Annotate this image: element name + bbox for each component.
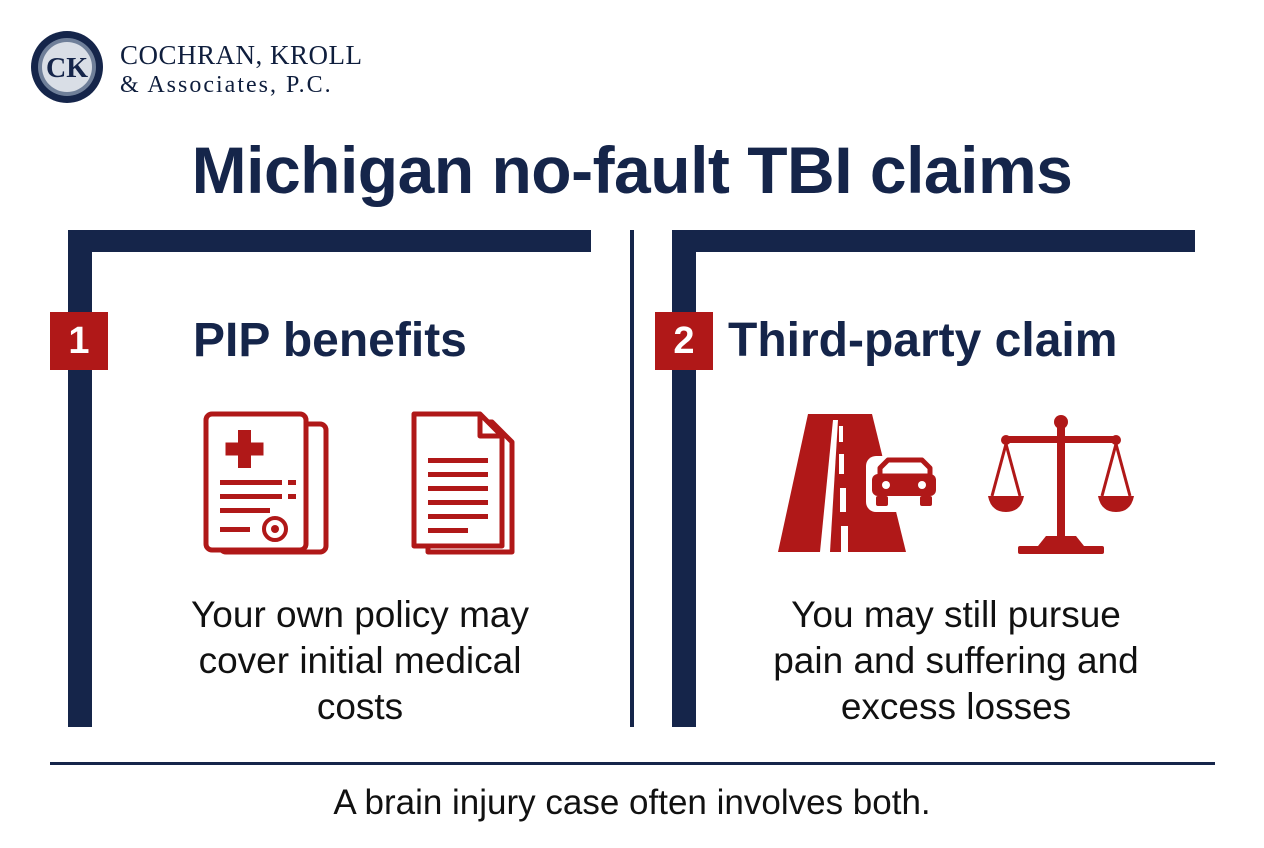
panel-1-description-line: Your own policy may [191,594,529,635]
documents-icon [411,411,515,555]
panel-1-number-badge: 1 [50,312,108,370]
panel-2-description-line: pain and suffering and [773,640,1139,681]
svg-text:CK: CK [46,53,88,84]
firm-logo: CK COCHRAN, KROLL & Associates, P.C. [30,30,390,110]
panel-2-description-line: You may still pursue [791,594,1121,635]
scales-of-justice-icon [988,415,1134,554]
panel-1-heading: PIP benefits [193,314,467,367]
panel-2-number-badge: 2 [655,312,713,370]
panel-1-description-line: cover initial medical [198,640,522,681]
panel-1-description-line: costs [316,686,404,727]
firm-seal-icon: CK [31,31,103,103]
panel-2-frame-left [672,230,696,727]
panel-2-description-line: excess losses [840,686,1072,727]
panel-1-frame-top [68,230,591,252]
logo-firm-name: COCHRAN, KROLL [120,40,363,70]
panel-1-frame-left [68,230,92,727]
footer-note: A brain injury case often involves both. [333,783,931,822]
medical-form-icon [203,411,329,555]
center-divider [630,230,634,727]
road-car-icon [778,414,942,552]
footer-divider [50,762,1215,765]
panel-2-description: You may still pursue pain and suffering … [716,592,1196,730]
panel-1-description: Your own policy may cover initial medica… [120,592,600,730]
panel-2-frame-top [672,230,1195,252]
logo-firm-subtitle: & Associates, P.C. [120,72,333,98]
panel-2-heading: Third-party claim [728,314,1118,367]
page-title: Michigan no-fault TBI claims [191,133,1073,207]
